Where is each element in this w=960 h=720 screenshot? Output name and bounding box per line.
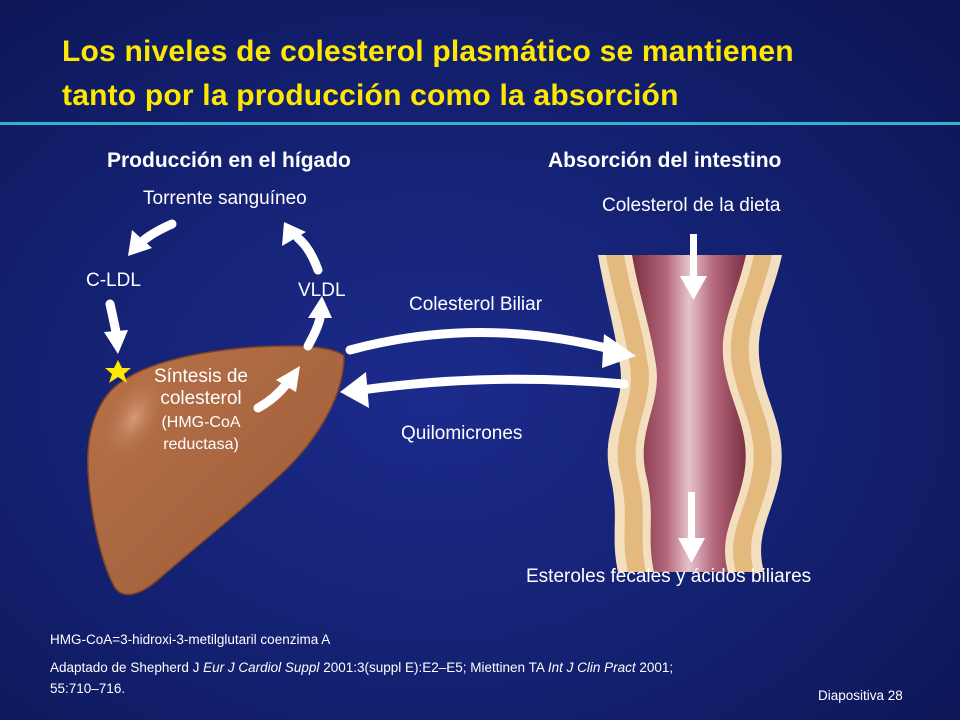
vldl-up-arrow bbox=[303, 296, 332, 351]
reference-middle: 2001:3(suppl E):E2–E5; Miettinen TA bbox=[319, 660, 548, 675]
fecal-sterols-label: Esteroles fecales y ácidos biliares bbox=[526, 566, 812, 587]
slide-title: Los niveles de colesterol plasmático se … bbox=[62, 30, 942, 118]
bloodstream-to-ldl-arrow bbox=[128, 219, 177, 256]
synthesis-label-line1: Síntesis de bbox=[154, 366, 248, 387]
dietary-cholesterol-label: Colesterol de la dieta bbox=[602, 195, 781, 216]
reference-journal-2: Int J Clin Pract bbox=[547, 660, 636, 675]
abbreviation-footnote: HMG-CoA=3-hidroxi-3-metilglutaril coenzi… bbox=[50, 632, 331, 647]
biliary-cholesterol-label: Colesterol Biliar bbox=[409, 294, 543, 315]
biliary-arrow bbox=[345, 328, 636, 368]
title-divider bbox=[0, 122, 960, 125]
reference-footnote: Adaptado de Shepherd J Eur J Cardiol Sup… bbox=[50, 660, 673, 675]
fecal-arrow bbox=[678, 492, 705, 563]
chylomicron-arrow bbox=[340, 372, 629, 408]
synthesis-label-line2: colesterol bbox=[160, 388, 242, 409]
bloodstream-label: Torrente sanguíneo bbox=[143, 188, 307, 209]
vldl-label: VLDL bbox=[298, 280, 346, 301]
synthesis-arrow bbox=[253, 366, 300, 413]
reference-prefix: Adaptado de Shepherd J bbox=[50, 660, 204, 675]
ldl-label: C-LDL bbox=[86, 270, 141, 291]
chylomicrons-label: Quilomicrones bbox=[401, 423, 523, 444]
liver-section-heading: Producción en el hígado bbox=[107, 149, 351, 172]
vldl-to-bloodstream-arrow bbox=[282, 222, 323, 275]
ldl-receptor-star-icon bbox=[105, 360, 131, 383]
dietary-arrow bbox=[680, 234, 707, 300]
intestine-section-heading: Absorción del intestino bbox=[548, 149, 782, 172]
reference-journal-1: Eur J Cardiol Suppl bbox=[203, 660, 320, 675]
ldl-to-liver-arrow bbox=[104, 299, 128, 354]
liver-shape bbox=[87, 345, 345, 596]
intestine-lumen bbox=[632, 255, 746, 572]
reference-suffix: 2001; bbox=[635, 660, 674, 675]
title-line-1: Los niveles de colesterol plasmático se … bbox=[62, 35, 794, 68]
synthesis-label-line3: (HMG-CoA bbox=[161, 414, 241, 431]
title-line-2: tanto por la producción como la absorció… bbox=[62, 79, 679, 112]
slide-number: Diapositiva 28 bbox=[818, 688, 903, 703]
synthesis-label-line4: reductasa) bbox=[163, 436, 239, 453]
reference-footnote-line2: 55:710–716. bbox=[50, 681, 126, 696]
